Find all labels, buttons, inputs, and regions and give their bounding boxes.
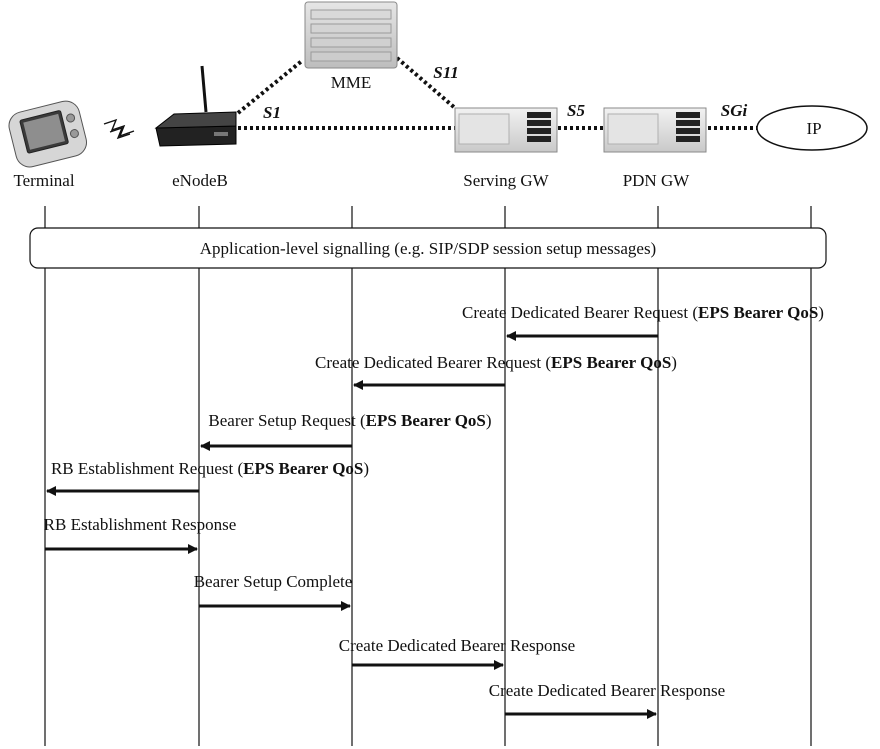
s1-interface-label: S1 (263, 103, 281, 122)
ip-network-ellipse (756, 105, 868, 151)
pdn-gw-server-icon (603, 107, 707, 153)
ip-label: IP (806, 119, 821, 138)
serving-gw-server-icon (454, 107, 558, 153)
message-label: RB Establishment Response (44, 515, 237, 534)
message-label: Create Dedicated Bearer Request (EPS Bea… (462, 303, 824, 322)
serving-gw-label: Serving GW (463, 171, 549, 190)
mme-label: MME (331, 73, 372, 92)
message-label: Bearer Setup Complete (194, 572, 353, 591)
network-links (236, 56, 758, 130)
message-label: Create Dedicated Bearer Response (489, 681, 725, 700)
s11-interface-label: S11 (433, 63, 459, 82)
message-label: Create Dedicated Bearer Response (339, 636, 575, 655)
message-label: Bearer Setup Request (EPS Bearer QoS) (208, 411, 491, 430)
radio-link-icon (103, 118, 135, 140)
mme-server-icon (304, 1, 398, 69)
terminal-pda-icon (8, 100, 87, 168)
message-label: Create Dedicated Bearer Request (EPS Bea… (315, 353, 677, 372)
message-label: RB Establishment Request (EPS Bearer QoS… (51, 459, 369, 478)
s11-link (395, 56, 457, 110)
terminal-label: Terminal (13, 171, 74, 190)
lifelines (44, 206, 812, 746)
app-signalling-box (29, 227, 827, 269)
s5-interface-label: S5 (567, 101, 585, 120)
enodeb-mme-link (236, 58, 305, 115)
enodeb-label: eNodeB (172, 171, 228, 190)
sgi-interface-label: SGi (721, 101, 748, 120)
enodeb-router-icon (154, 65, 237, 147)
pdn-gw-label: PDN GW (623, 171, 691, 190)
app-signalling-label: Application-level signalling (e.g. SIP/S… (200, 239, 656, 258)
